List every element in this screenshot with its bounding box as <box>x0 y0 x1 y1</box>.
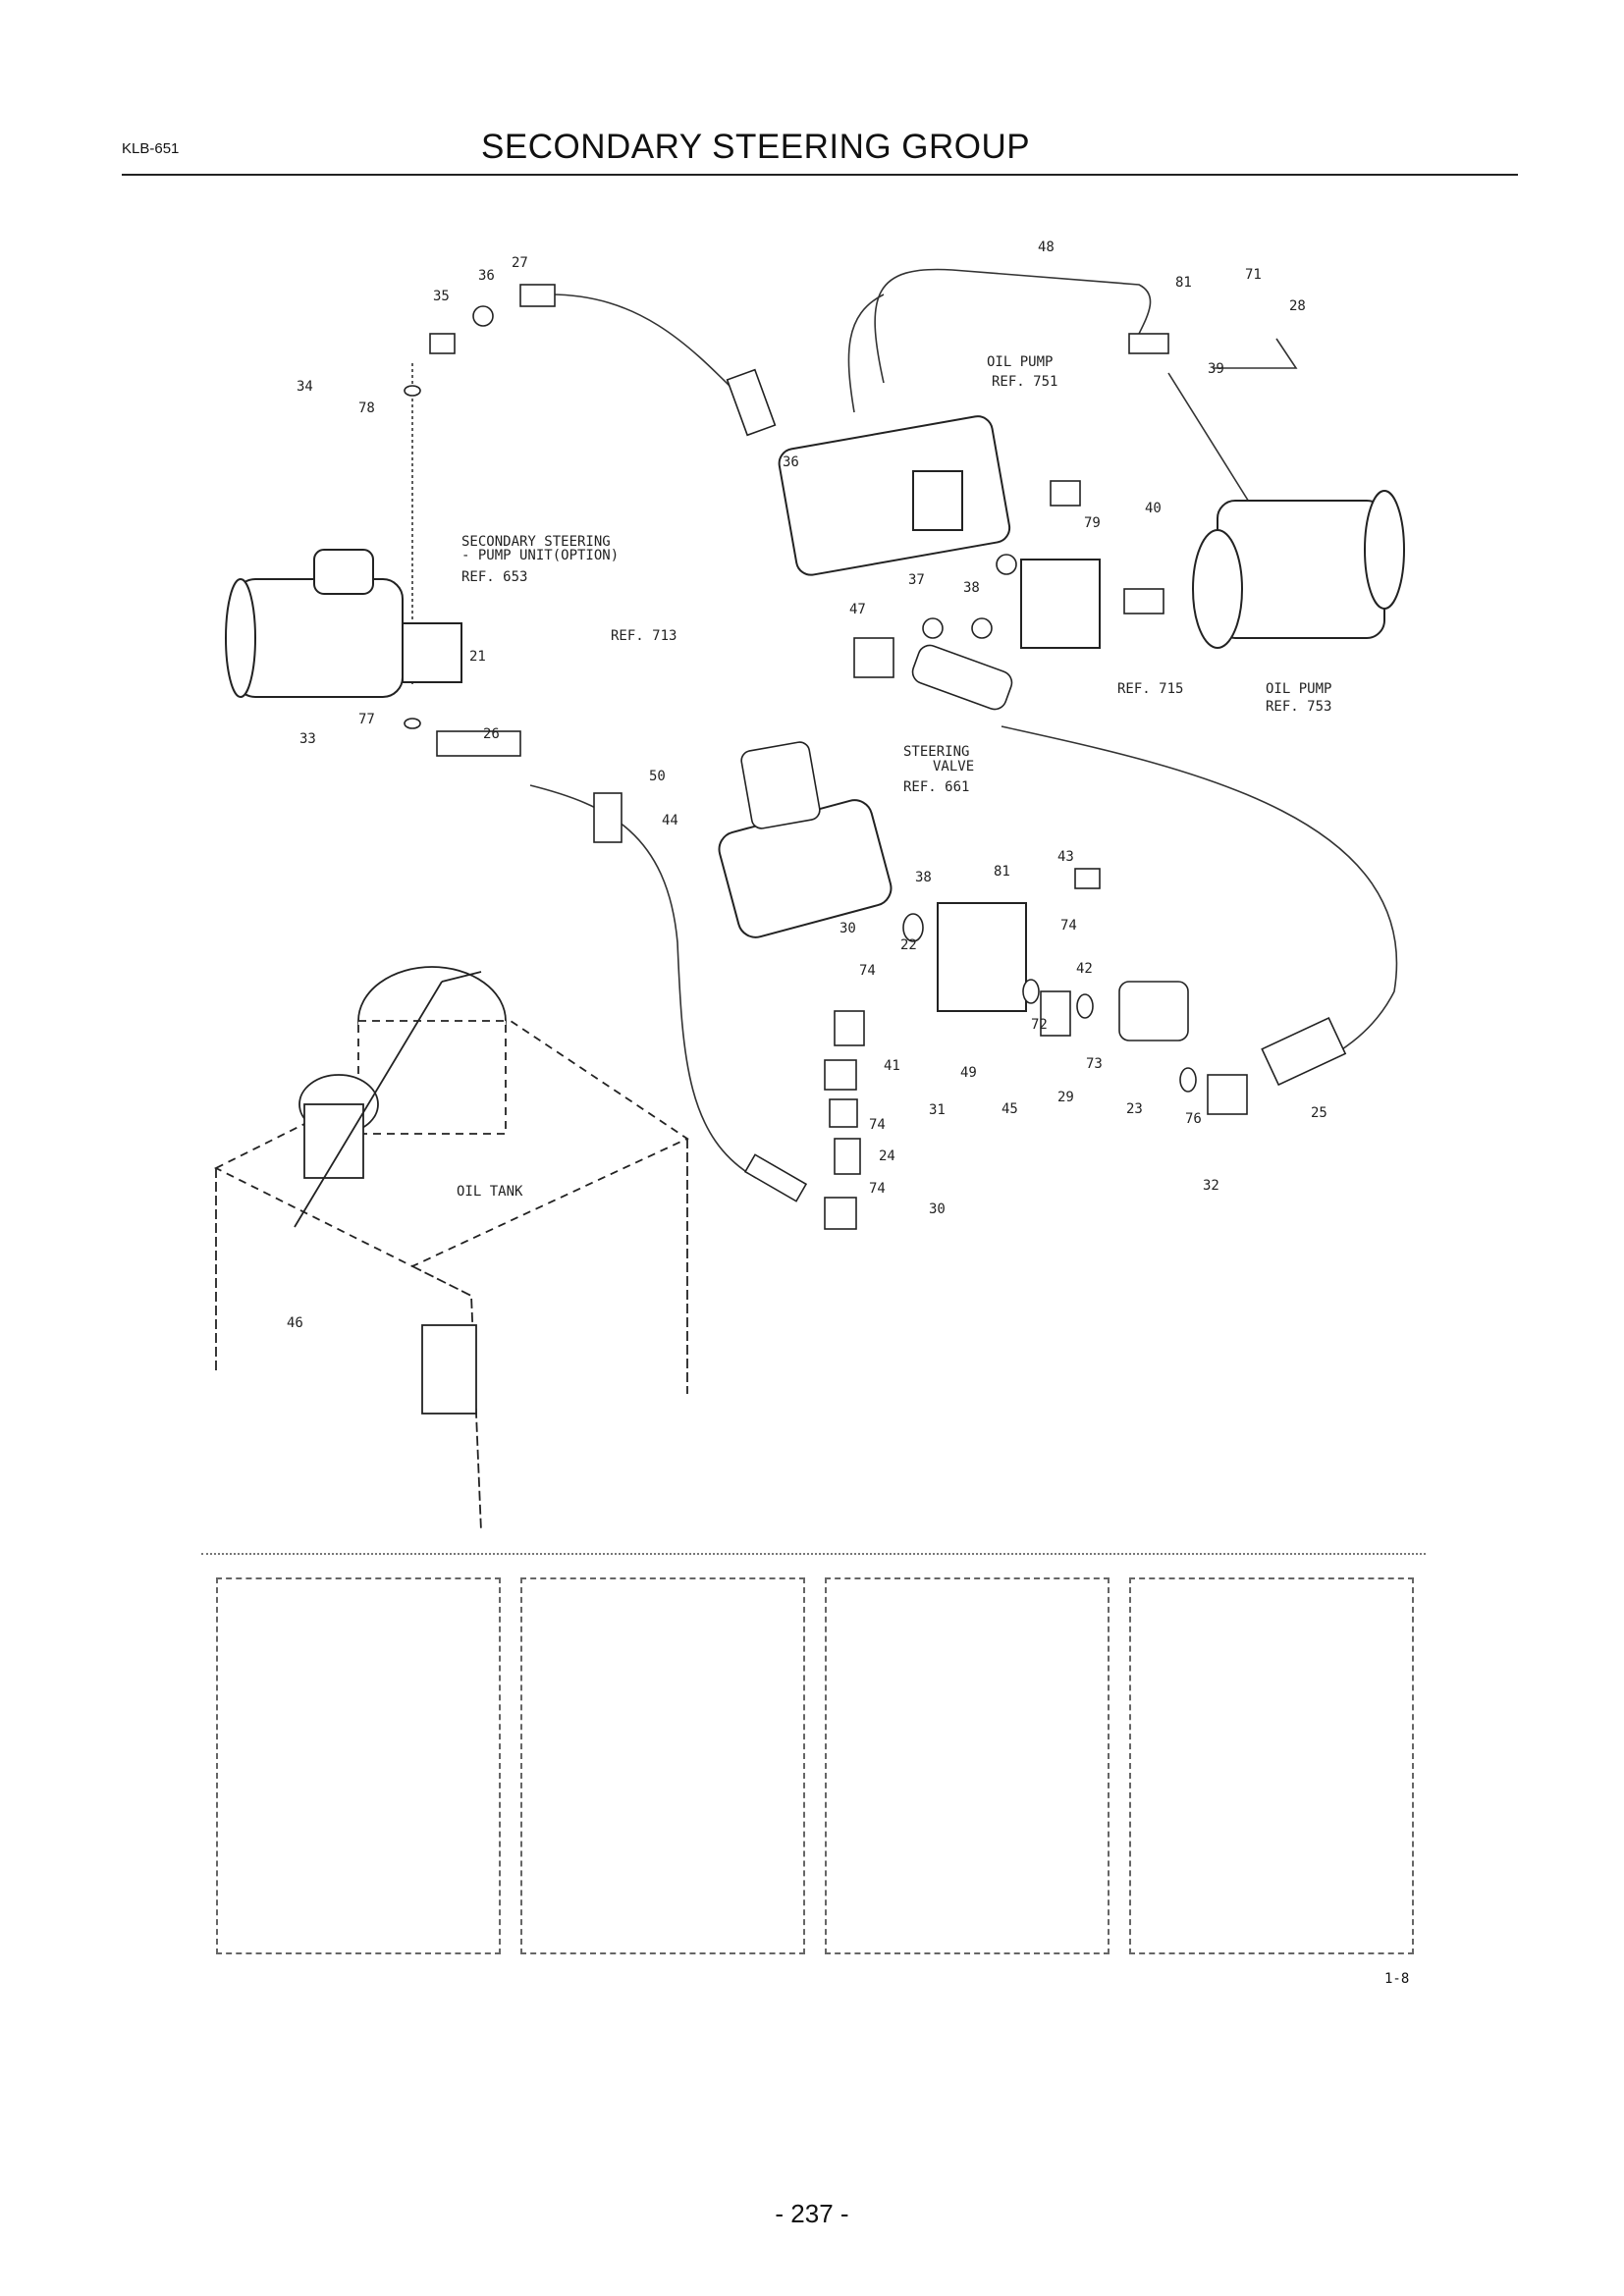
oil-pump-751-ref: REF. 751 <box>992 374 1057 390</box>
callout-38b: 38 <box>915 870 932 885</box>
callout-32: 32 <box>1203 1178 1219 1194</box>
callout-22: 22 <box>900 937 917 953</box>
ref-713-label: REF. 713 <box>611 628 677 644</box>
steering-valve-ref: REF. 661 <box>903 779 969 795</box>
steering-valve-label-2: VALVE <box>933 759 974 774</box>
oil-pump-753-label: OIL PUMP <box>1266 681 1331 697</box>
callout-74: 74 <box>859 963 876 979</box>
callout-44: 44 <box>662 813 678 828</box>
callout-81: 81 <box>1175 275 1192 291</box>
callout-81b: 81 <box>994 864 1010 880</box>
oil-pump-751-label: OIL PUMP <box>987 354 1053 370</box>
callout-27: 27 <box>512 255 528 271</box>
callout-38: 38 <box>963 580 980 596</box>
pump-unit-label-2: - PUMP UNIT(OPTION) <box>461 548 619 563</box>
callout-37: 37 <box>908 572 925 588</box>
callout-23: 23 <box>1126 1101 1143 1117</box>
callout-43: 43 <box>1057 849 1074 865</box>
callout-36b: 36 <box>783 454 799 470</box>
fittings <box>404 284 1347 1230</box>
ref-715-label: REF. 715 <box>1117 681 1183 697</box>
callout-74c: 74 <box>869 1117 886 1133</box>
callout-78: 78 <box>358 400 375 416</box>
callout-73: 73 <box>1086 1056 1103 1072</box>
callout-28: 28 <box>1289 298 1306 314</box>
callout-74d: 74 <box>869 1181 886 1197</box>
pump-unit-ref: REF. 653 <box>461 569 527 585</box>
callout-29: 29 <box>1057 1090 1074 1105</box>
callout-30: 30 <box>839 921 856 936</box>
page-number: - 237 - <box>775 2199 849 2228</box>
steering-valve-label-1: STEERING <box>903 744 969 760</box>
oil-pump-753 <box>1192 490 1405 649</box>
callout-25: 25 <box>1311 1105 1327 1121</box>
callout-34: 34 <box>297 379 313 395</box>
callout-35: 35 <box>433 289 450 304</box>
document-code: KLB-651 <box>122 140 180 157</box>
callout-21: 21 <box>469 649 486 665</box>
callout-76: 76 <box>1185 1111 1202 1127</box>
callout-33: 33 <box>299 731 316 747</box>
callout-42: 42 <box>1076 961 1093 977</box>
callout-47: 47 <box>849 602 866 617</box>
callout-77: 77 <box>358 712 375 727</box>
callout-26: 26 <box>483 726 500 742</box>
callout-24: 24 <box>879 1148 895 1164</box>
callout-48: 48 <box>1038 240 1055 255</box>
return-pipe <box>874 268 1152 384</box>
note-box-1 <box>216 1577 501 1954</box>
note-box-2 <box>520 1577 805 1954</box>
callout-39: 39 <box>1208 361 1224 377</box>
manifold-block-715 <box>1020 559 1101 649</box>
figure-code: 1-8 <box>1384 1971 1410 1987</box>
oil-pump-751 <box>778 415 1011 576</box>
page-title: SECONDARY STEERING GROUP <box>481 128 1031 166</box>
oil-tank <box>213 966 689 1532</box>
callout-71: 71 <box>1245 267 1262 283</box>
callout-31: 31 <box>929 1102 946 1118</box>
callout-46: 46 <box>287 1315 303 1331</box>
note-box-3 <box>825 1577 1110 1954</box>
parts-diagram: 48 71 81 28 39 27 36 35 34 78 36 40 79 3… <box>213 240 1405 1532</box>
notes-divider <box>201 1553 1426 1555</box>
callout-41: 41 <box>884 1058 900 1074</box>
callout-45: 45 <box>1001 1101 1018 1117</box>
note-box-4 <box>1129 1577 1414 1954</box>
callout-50: 50 <box>649 769 666 784</box>
pump-unit-label-1: SECONDARY STEERING <box>461 534 611 550</box>
valve-block-22 <box>937 902 1027 1012</box>
oil-pump-753-ref: REF. 753 <box>1266 699 1331 715</box>
hose-line <box>549 294 737 394</box>
callout-72: 72 <box>1031 1017 1048 1033</box>
secondary-steering-pump-unit <box>225 549 462 698</box>
callout-30b: 30 <box>929 1201 946 1217</box>
oil-tank-label: OIL TANK <box>457 1184 523 1200</box>
callout-49: 49 <box>960 1065 977 1081</box>
title-rule <box>122 174 1518 176</box>
callout-40: 40 <box>1145 501 1162 516</box>
callout-79: 79 <box>1084 515 1101 531</box>
callout-36: 36 <box>478 268 495 284</box>
callout-74b: 74 <box>1060 918 1077 934</box>
